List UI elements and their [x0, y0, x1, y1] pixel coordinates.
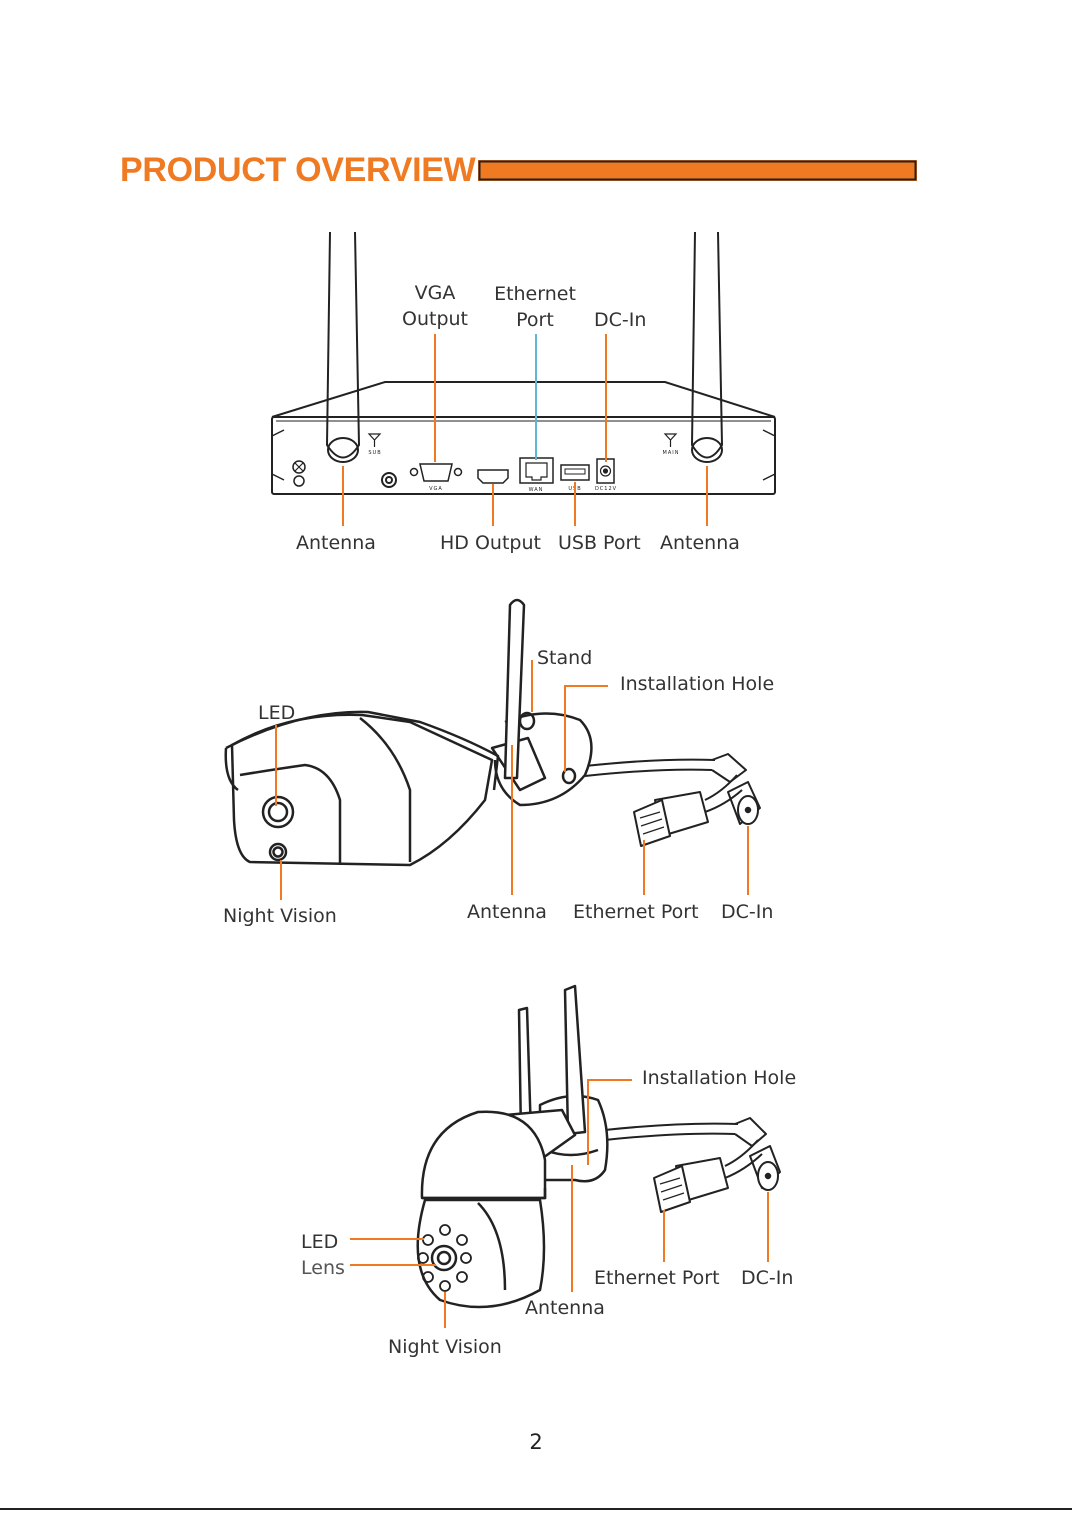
ptz-label-antenna: Antenna	[525, 1296, 605, 1320]
bottom-rule	[0, 1508, 1072, 1510]
ptz-label-night-vision: Night Vision	[388, 1335, 502, 1359]
ptz-camera-diagram	[0, 0, 1072, 1380]
ptz-label-ethernet-port: Ethernet Port	[594, 1266, 720, 1290]
ptz-label-installation-hole: Installation Hole	[642, 1066, 796, 1090]
page-number: 2	[0, 1428, 1072, 1456]
ptz-label-led: LED	[301, 1230, 338, 1254]
ptz-label-lens: Lens	[301, 1256, 345, 1280]
ptz-label-dc-in: DC-In	[741, 1266, 793, 1290]
